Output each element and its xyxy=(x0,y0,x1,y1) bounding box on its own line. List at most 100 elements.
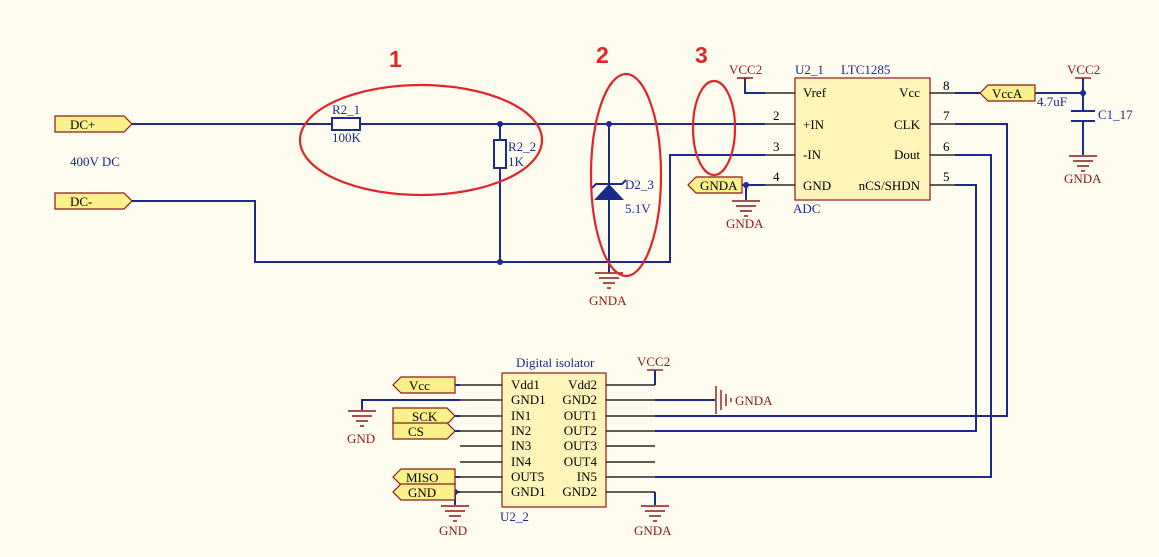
svg-text:IN5: IN5 xyxy=(577,469,597,484)
svg-text:LTC1285: LTC1285 xyxy=(841,62,890,77)
port-sck[interactable]: SCK xyxy=(392,407,456,425)
svg-text:Vref: Vref xyxy=(803,85,827,100)
svg-text:GNDA: GNDA xyxy=(1064,171,1102,186)
annotation-1: 1 xyxy=(298,46,544,197)
svg-text:2: 2 xyxy=(596,42,609,68)
svg-text:D2_3: D2_3 xyxy=(625,177,654,192)
port-vcca[interactable]: VccA xyxy=(979,84,1036,102)
svg-text:Vdd2: Vdd2 xyxy=(568,377,597,392)
adc-ltc1285[interactable]: U2_1 LTC1285 ADC Vref +IN -IN GND 2 3 4 … xyxy=(765,62,955,216)
svg-text:U2_2: U2_2 xyxy=(500,509,529,524)
svg-text:GNDA: GNDA xyxy=(735,393,773,408)
gnda-ground-symbol: GNDA xyxy=(634,505,672,538)
svg-text:GND1: GND1 xyxy=(511,484,546,499)
svg-text:+IN: +IN xyxy=(803,117,825,132)
svg-text:6: 6 xyxy=(943,139,950,154)
svg-text:4.7uF: 4.7uF xyxy=(1037,94,1067,109)
svg-text:IN4: IN4 xyxy=(511,454,532,469)
svg-text:Vcc: Vcc xyxy=(899,85,920,100)
svg-text:GNDA: GNDA xyxy=(726,216,764,231)
svg-text:OUT5: OUT5 xyxy=(511,469,544,484)
svg-text:Digital isolator: Digital isolator xyxy=(516,355,595,370)
svg-text:R2_1: R2_1 xyxy=(332,102,360,117)
svg-text:GND1: GND1 xyxy=(511,392,546,407)
gnda-ground-symbol: GNDA xyxy=(726,200,764,231)
svg-text:GND: GND xyxy=(803,178,831,193)
gnda-ground-symbol: GNDA xyxy=(715,386,773,414)
annotation-3: 3 xyxy=(691,42,737,177)
gnd-ground-symbol: GND xyxy=(439,505,469,538)
svg-text:CLK: CLK xyxy=(894,117,921,132)
vcc2-power-symbol: VCC2 xyxy=(1067,62,1100,79)
port-cs[interactable]: CS xyxy=(392,422,456,440)
svg-text:VCC2: VCC2 xyxy=(1067,62,1100,77)
svg-text:3: 3 xyxy=(695,42,708,68)
svg-text:OUT2: OUT2 xyxy=(564,423,597,438)
port-gnd[interactable]: GND xyxy=(392,483,456,501)
wires xyxy=(130,78,1084,505)
junction-dot xyxy=(497,259,503,265)
svg-text:C1_17: C1_17 xyxy=(1098,107,1133,122)
svg-text:GND2: GND2 xyxy=(562,392,597,407)
svg-text:8: 8 xyxy=(943,78,950,93)
svg-text:nCS/SHDN: nCS/SHDN xyxy=(859,178,921,193)
svg-text:VccA: VccA xyxy=(992,86,1023,101)
svg-text:-IN: -IN xyxy=(803,147,822,162)
vcc2-power-symbol: VCC2 xyxy=(729,62,762,83)
svg-text:DC-: DC- xyxy=(70,194,92,209)
svg-text:Dout: Dout xyxy=(894,147,920,162)
svg-text:IN2: IN2 xyxy=(511,423,531,438)
svg-text:GND2: GND2 xyxy=(562,484,597,499)
svg-text:GNDA: GNDA xyxy=(700,178,738,193)
port-gnda-adc[interactable]: GNDA xyxy=(687,176,743,194)
svg-text:IN3: IN3 xyxy=(511,438,531,453)
gnda-ground-symbol: GNDA xyxy=(1064,155,1102,186)
svg-text:GNDA: GNDA xyxy=(589,293,627,308)
gnd-ground-symbol: GND xyxy=(347,410,376,446)
svg-text:4: 4 xyxy=(773,169,780,184)
svg-text:GND: GND xyxy=(439,523,467,538)
svg-text:ADC: ADC xyxy=(793,201,820,216)
capacitor-c1-17[interactable]: 4.7uF C1_17 xyxy=(1037,94,1133,122)
svg-text:OUT4: OUT4 xyxy=(564,454,598,469)
svg-text:MISO: MISO xyxy=(406,470,439,485)
input-voltage-label: 400V DC xyxy=(70,154,120,169)
port-vcc[interactable]: Vcc xyxy=(392,376,456,394)
svg-text:CS: CS xyxy=(408,424,424,439)
resistor-r2-2[interactable]: R2_2 1K xyxy=(493,139,536,169)
svg-text:3: 3 xyxy=(773,139,780,154)
digital-isolator[interactable]: Digital isolator U2_2 Vdd1 GND1 IN1 IN2 … xyxy=(460,355,655,524)
svg-text:VCC2: VCC2 xyxy=(637,354,670,369)
svg-text:100K: 100K xyxy=(332,130,362,145)
svg-text:2: 2 xyxy=(773,108,780,123)
junction-dot xyxy=(606,121,612,127)
svg-text:R2_2: R2_2 xyxy=(508,139,536,154)
svg-text:1: 1 xyxy=(389,46,402,72)
port-miso[interactable]: MISO xyxy=(392,468,456,486)
junction-dot xyxy=(743,182,749,188)
svg-text:1K: 1K xyxy=(508,154,525,169)
svg-text:VCC2: VCC2 xyxy=(729,62,762,77)
svg-text:SCK: SCK xyxy=(412,409,438,424)
resistor-r2-1[interactable]: R2_1 100K xyxy=(331,102,362,145)
svg-text:GNDA: GNDA xyxy=(634,523,672,538)
svg-text:GND: GND xyxy=(347,431,375,446)
port-dc-plus[interactable]: DC+ xyxy=(54,115,133,133)
svg-text:OUT1: OUT1 xyxy=(564,408,597,423)
svg-text:IN1: IN1 xyxy=(511,408,531,423)
svg-text:Vcc: Vcc xyxy=(409,378,430,393)
gnda-ground-symbol: GNDA xyxy=(589,272,627,308)
svg-text:U2_1: U2_1 xyxy=(795,62,824,77)
zener-diode-d2-3[interactable]: D2_3 5.1V xyxy=(591,177,654,216)
junction-dot xyxy=(1080,90,1086,96)
svg-text:GND: GND xyxy=(408,485,436,500)
annotation-2: 2 xyxy=(589,42,663,278)
svg-text:OUT3: OUT3 xyxy=(564,438,597,453)
port-dc-minus[interactable]: DC- xyxy=(54,192,133,210)
svg-text:5.1V: 5.1V xyxy=(625,201,651,216)
svg-text:7: 7 xyxy=(943,108,950,123)
vcc2-power-symbol: VCC2 xyxy=(637,354,670,371)
svg-text:Vdd1: Vdd1 xyxy=(511,377,540,392)
junction-dot xyxy=(497,121,503,127)
